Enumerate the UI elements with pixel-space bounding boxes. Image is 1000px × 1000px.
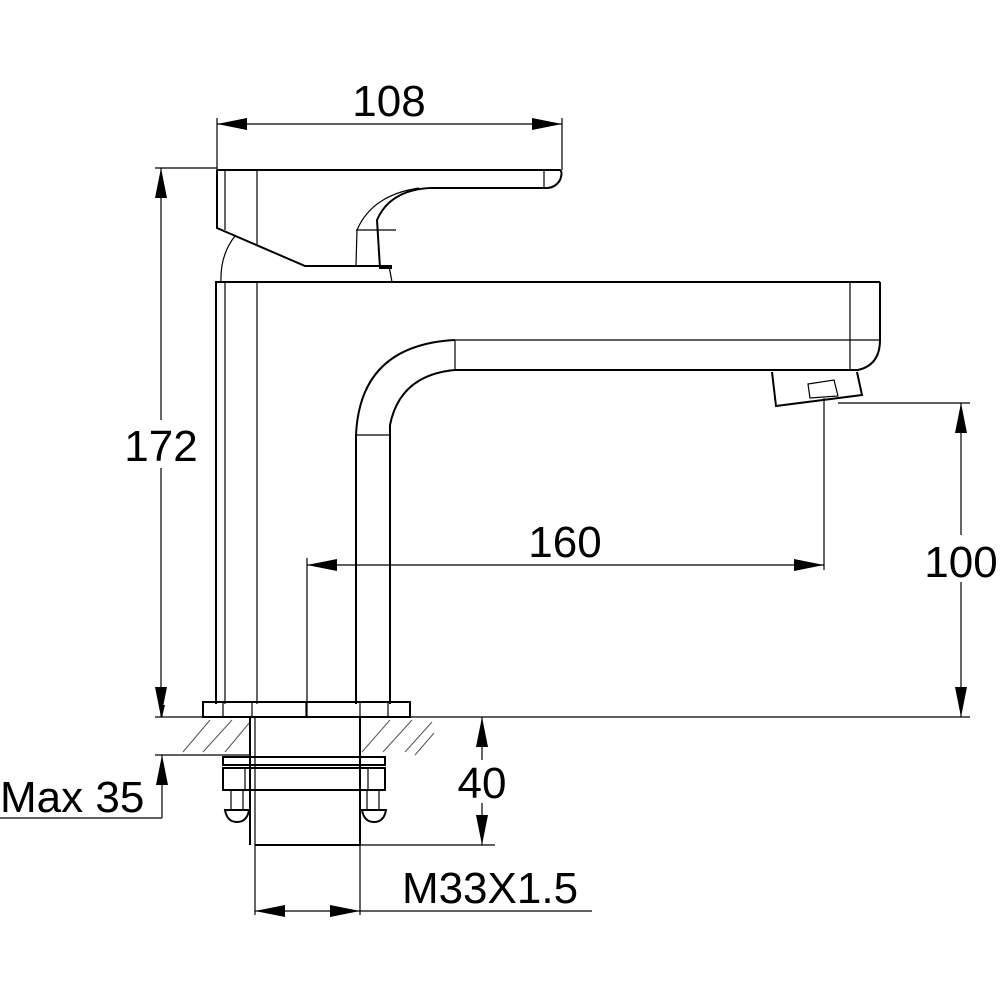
aerator [771, 371, 864, 408]
dimension-shank-length: 40 [360, 717, 507, 846]
dim-label-thread: M33X1.5 [402, 864, 578, 913]
dimension-thread: M33X1.5 [254, 845, 592, 917]
dim-label-100: 100 [924, 538, 997, 587]
dim-label-160: 160 [528, 518, 601, 567]
dimension-handle-width: 108 [216, 77, 563, 170]
dim-label-max35: Max 35 [0, 773, 144, 822]
dim-label-40: 40 [458, 759, 507, 808]
faucet-body [215, 281, 881, 704]
dim-label-108: 108 [352, 77, 425, 126]
countertop-section [155, 716, 970, 756]
dimension-max-counter: Max 35 [0, 690, 168, 822]
handle-lever [216, 169, 563, 283]
dimension-total-height: 172 [124, 167, 217, 717]
dimension-spout-height: 100 [838, 402, 998, 717]
dimension-spout-reach: 160 [306, 398, 825, 717]
dim-label-172: 172 [124, 422, 197, 471]
mounting-shank [222, 717, 388, 846]
